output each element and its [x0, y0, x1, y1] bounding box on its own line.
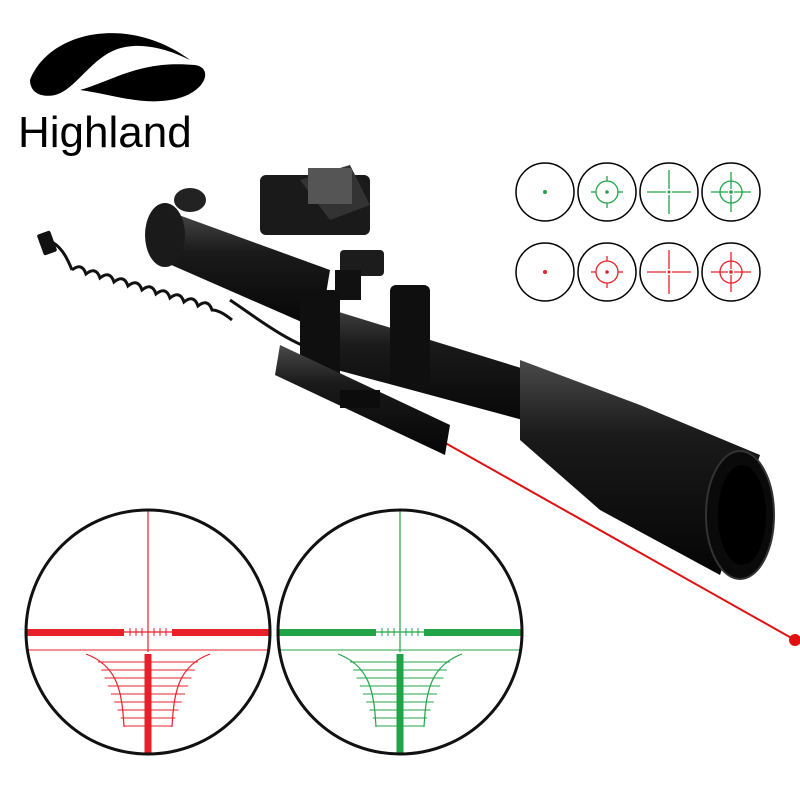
reticle-thumbnail-red-dot[interactable] — [515, 242, 575, 302]
laser-sight — [275, 345, 450, 455]
reticle-view-red — [24, 508, 272, 756]
reticle-thumbnail-red-crosshair[interactable] — [639, 242, 699, 302]
reticle-thumbnail-green-circle-crosshair[interactable] — [701, 162, 761, 222]
red-dot-sight — [260, 165, 370, 235]
rifle-scope — [145, 188, 775, 580]
reticle-thumbnail-red-circle-dot[interactable] — [577, 242, 637, 302]
brand-logo — [20, 20, 220, 170]
pressure-switch-plug — [37, 230, 57, 256]
laser-impact-icon — [789, 634, 800, 646]
reticle-thumbnail-green-dot[interactable] — [515, 162, 575, 222]
reticle-thumbnail-green-crosshair[interactable] — [639, 162, 699, 222]
brand-name: Highland — [18, 108, 192, 157]
brand-wave-icon — [30, 33, 206, 102]
reticle-thumbnail-green-circle-dot[interactable] — [577, 162, 637, 222]
reticle-options-grid — [515, 162, 761, 302]
laser-beam — [439, 439, 796, 641]
reticle-view-green — [276, 508, 524, 756]
reticle-views — [24, 508, 524, 756]
reticle-thumbnail-red-circle-crosshair[interactable] — [701, 242, 761, 302]
